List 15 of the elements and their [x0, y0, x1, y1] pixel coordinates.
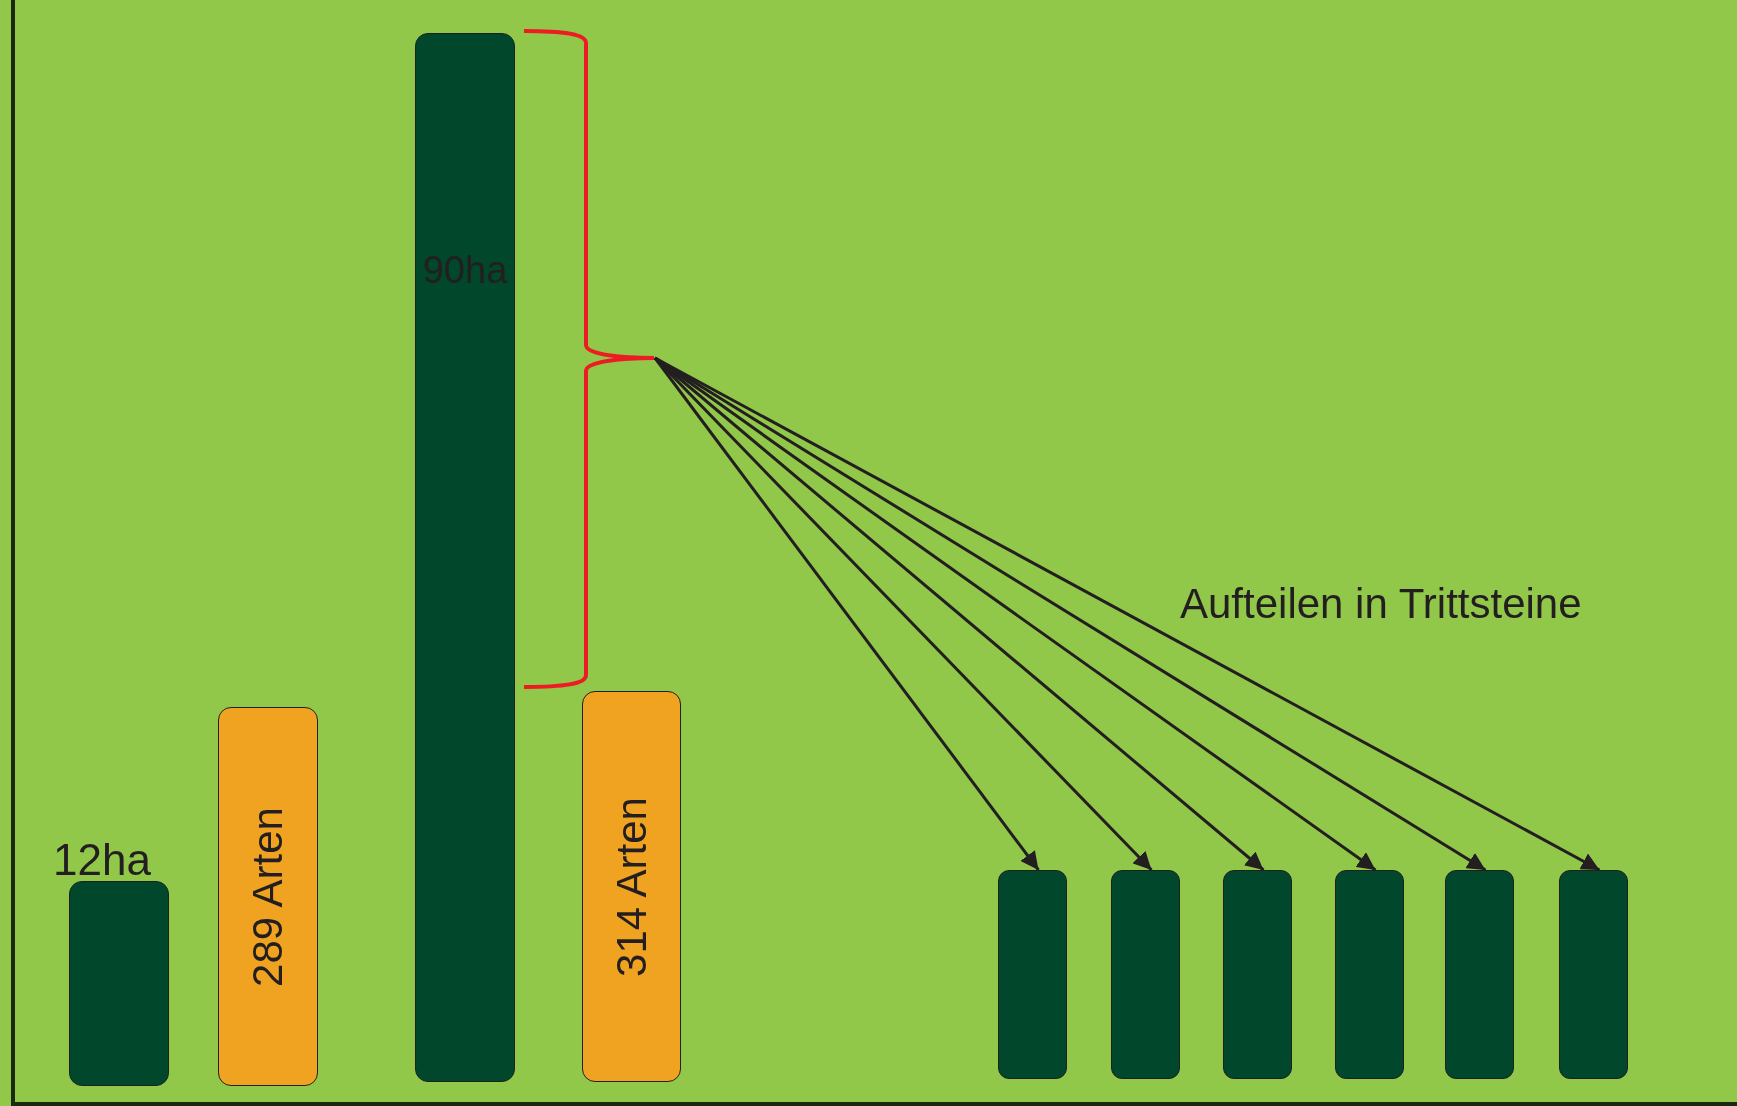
- species-count: 314 Arten: [607, 796, 656, 977]
- area-bar: [1445, 870, 1514, 1079]
- arrow: [653, 356, 1153, 872]
- area-bar: [1223, 870, 1292, 1079]
- species-bar: [218, 707, 318, 1086]
- species-bar: [582, 691, 681, 1082]
- area-bar: [415, 33, 515, 1082]
- annotation-text: Aufteilen in Trittsteine: [1180, 580, 1582, 628]
- area-bar: [1111, 870, 1180, 1079]
- arrow: [654, 356, 1265, 872]
- species-count: 289 Arten: [244, 806, 292, 987]
- area-bar: [1559, 870, 1628, 1079]
- area-bar: [998, 870, 1067, 1079]
- area-label: 12ha: [53, 835, 151, 885]
- area-bar: [1335, 870, 1404, 1079]
